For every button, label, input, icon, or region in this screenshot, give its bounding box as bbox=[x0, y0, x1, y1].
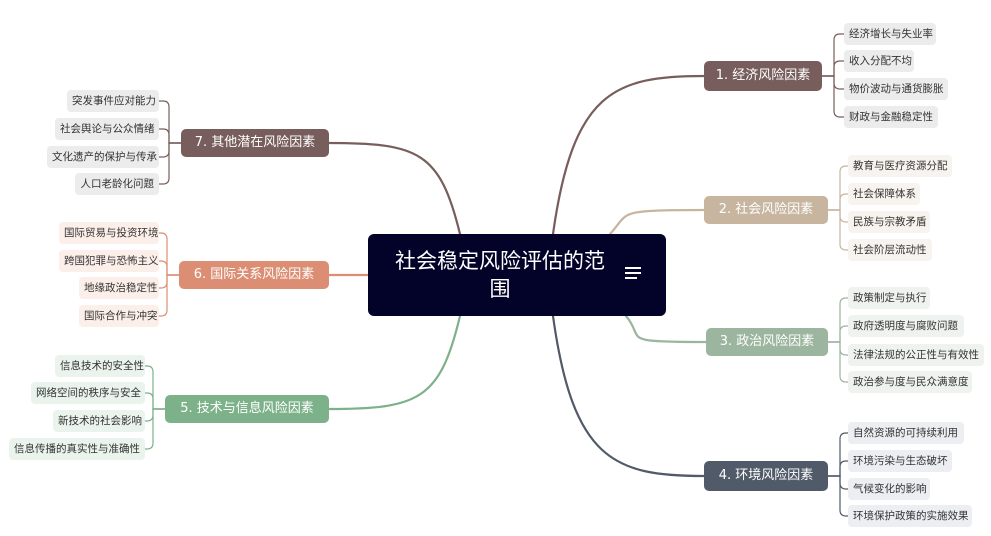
leaf-item[interactable]: 自然资源的可持续利用 bbox=[848, 422, 964, 444]
branch-leaf-link bbox=[821, 75, 845, 118]
branch-leaf-link bbox=[821, 75, 845, 90]
root-title: 社会稳定风险评估的范围 bbox=[395, 249, 605, 301]
leaf-item[interactable]: 国际合作与冲突 bbox=[79, 305, 159, 327]
branch-leaf-link bbox=[158, 142, 182, 158]
branch-leaf-link bbox=[827, 209, 849, 251]
leaf-item[interactable]: 环境保护政策的实施效果 bbox=[848, 505, 972, 527]
branch-social[interactable]: 2. 社会风险因素 bbox=[704, 196, 828, 224]
branch-leaf-link bbox=[158, 260, 180, 276]
leaf-item[interactable]: 社会阶层流动性 bbox=[848, 239, 932, 261]
leaf-item[interactable]: 民族与宗教矛盾 bbox=[848, 211, 930, 233]
branch-leaf-link bbox=[144, 408, 166, 450]
branch-leaf-link bbox=[827, 209, 849, 223]
branch-leaf-link bbox=[827, 297, 849, 343]
branch-leaf-link bbox=[821, 33, 845, 77]
leaf-item[interactable]: 地缘政治稳定性 bbox=[79, 277, 159, 299]
branch-economic[interactable]: 1. 经济风险因素 bbox=[704, 61, 822, 91]
branch-leaf-link bbox=[827, 341, 849, 356]
leaf-item[interactable]: 社会保障体系 bbox=[848, 183, 920, 205]
leaf-item[interactable]: 网络空间的秩序与安全 bbox=[31, 382, 145, 404]
leaf-item[interactable]: 人口老龄化问题 bbox=[75, 173, 159, 195]
leaf-item[interactable]: 经济增长与失业率 bbox=[844, 23, 936, 45]
leaf-item[interactable]: 信息传播的真实性与准确性 bbox=[9, 438, 145, 460]
root-branch-link bbox=[551, 314, 706, 478]
leaf-item[interactable]: 新技术的社会影响 bbox=[53, 410, 145, 432]
branch-leaf-link bbox=[144, 408, 166, 422]
leaf-item[interactable]: 政策制定与执行 bbox=[848, 287, 930, 309]
branch-leaf-link bbox=[158, 274, 180, 317]
branch-leaf-link bbox=[827, 475, 849, 490]
note-icon[interactable] bbox=[624, 266, 642, 280]
leaf-item[interactable]: 气候变化的影响 bbox=[848, 478, 930, 500]
root-branch-link bbox=[608, 208, 706, 236]
branch-leaf-link bbox=[158, 274, 180, 289]
leaf-item[interactable]: 财政与金融稳定性 bbox=[844, 106, 938, 128]
branch-leaf-link bbox=[821, 60, 845, 77]
leaf-item[interactable]: 环境污染与生态破坏 bbox=[848, 450, 952, 472]
leaf-item[interactable]: 跨国犯罪与恐怖主义 bbox=[59, 250, 159, 272]
branch-leaf-link bbox=[158, 232, 180, 276]
branch-leaf-link bbox=[827, 341, 849, 383]
leaf-item[interactable]: 政府透明度与腐败问题 bbox=[848, 315, 964, 337]
branch-other[interactable]: 7. 其他潜在风险因素 bbox=[181, 129, 329, 157]
root-branch-link bbox=[551, 74, 706, 236]
branch-leaf-link bbox=[827, 165, 849, 211]
leaf-item[interactable]: 政治参与度与民众满意度 bbox=[848, 371, 972, 393]
branch-leaf-link bbox=[144, 365, 166, 410]
leaf-item[interactable]: 教育与医疗资源分配 bbox=[848, 155, 952, 177]
branch-leaf-link bbox=[827, 460, 849, 477]
branch-leaf-link bbox=[827, 432, 849, 477]
branch-political[interactable]: 3. 政治风险因素 bbox=[706, 328, 828, 356]
branch-leaf-link bbox=[827, 325, 849, 343]
root-branch-link bbox=[327, 314, 462, 411]
branch-environmental[interactable]: 4. 环境风险因素 bbox=[704, 461, 828, 491]
root-branch-link bbox=[327, 141, 462, 236]
branch-leaf-link bbox=[827, 475, 849, 517]
leaf-item[interactable]: 文化遗产的保护与传承 bbox=[47, 146, 159, 168]
leaf-item[interactable]: 收入分配不均 bbox=[844, 50, 914, 72]
branch-leaf-link bbox=[158, 142, 182, 185]
branch-leaf-link bbox=[158, 100, 182, 144]
leaf-item[interactable]: 突发事件应对能力 bbox=[67, 90, 159, 112]
branch-leaf-link bbox=[144, 392, 166, 410]
leaf-item[interactable]: 社会舆论与公众情绪 bbox=[55, 118, 159, 140]
leaf-item[interactable]: 法律法规的公正性与有效性 bbox=[848, 344, 984, 366]
leaf-item[interactable]: 信息技术的安全性 bbox=[55, 355, 145, 377]
leaf-item[interactable]: 国际贸易与投资环境 bbox=[59, 222, 159, 244]
branch-international[interactable]: 6. 国际关系风险因素 bbox=[179, 261, 329, 289]
root-topic[interactable]: 社会稳定风险评估的范围 bbox=[368, 234, 666, 316]
branch-leaf-link bbox=[827, 193, 849, 211]
branch-technology[interactable]: 5. 技术与信息风险因素 bbox=[165, 395, 329, 423]
branch-leaf-link bbox=[158, 128, 182, 144]
root-branch-link bbox=[624, 314, 708, 344]
leaf-item[interactable]: 物价波动与通货膨胀 bbox=[844, 78, 948, 100]
